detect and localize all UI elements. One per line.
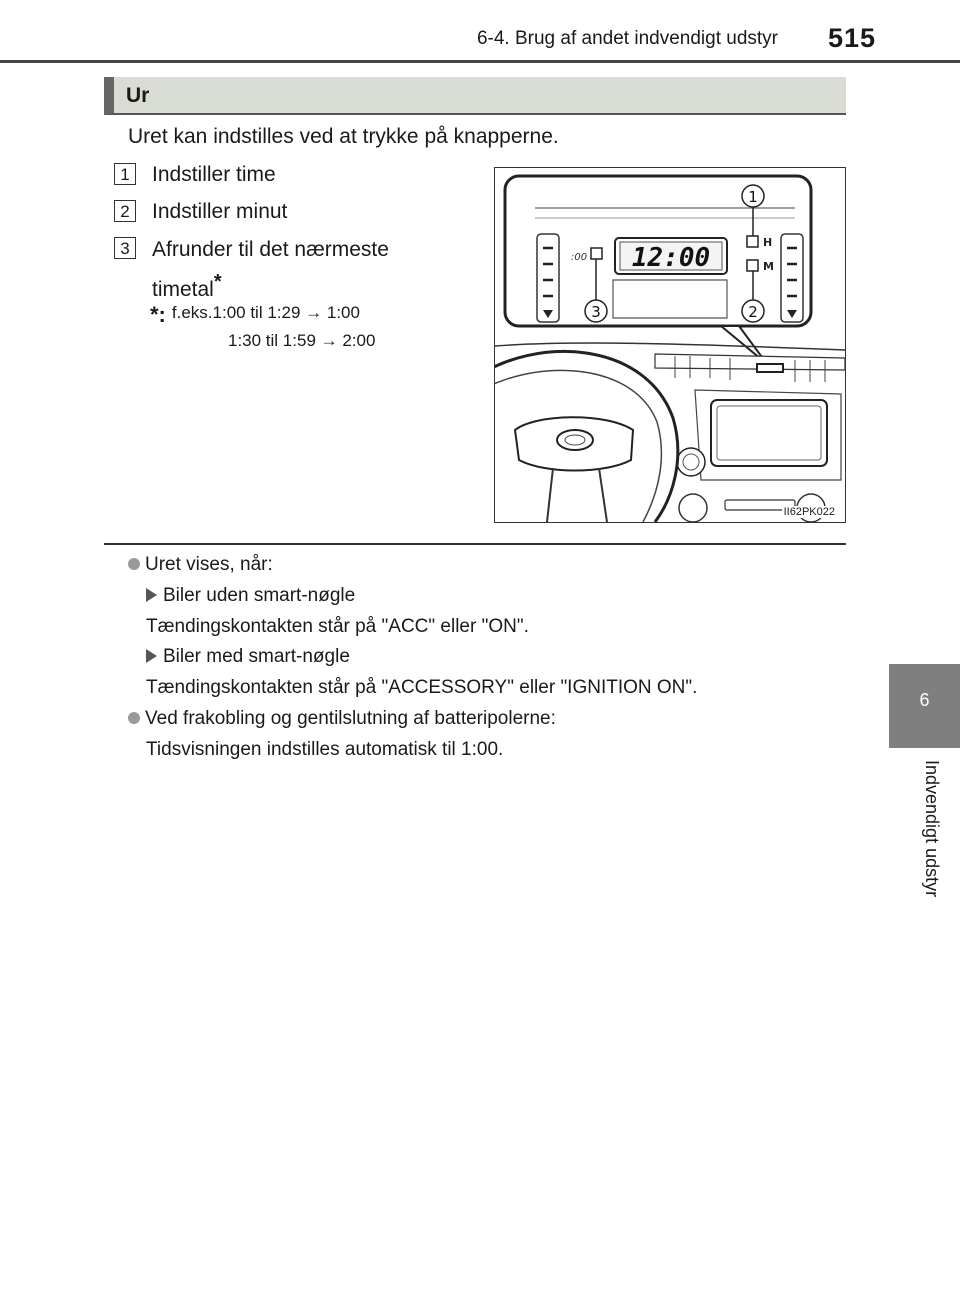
minute-button	[746, 259, 759, 272]
item-text: Indstiller time	[152, 163, 276, 186]
footnote: *: f.eks.1:00 til 1:29 → 1:00 1:30 til 1:…	[150, 300, 375, 354]
note-subheading: Biler uden smart-nøgle	[146, 585, 355, 607]
volume-knob-inner	[682, 453, 700, 471]
callout-number-3: 3	[591, 303, 601, 321]
note-text: Uret vises, når:	[145, 554, 273, 575]
footnote-star: *:	[150, 302, 166, 327]
hour-button-label: H	[763, 236, 772, 249]
item-number-badge: 1	[114, 163, 136, 185]
round-button	[590, 247, 603, 260]
section-title: Ur	[126, 84, 150, 107]
list-item: 2 Indstiller minut	[114, 200, 287, 225]
left-vent-slats	[543, 246, 553, 298]
lower-panel	[612, 279, 728, 319]
chapter-title: Indvendigt udstyr	[922, 760, 942, 898]
note-text-line: Tændingskontakten står på "ACCESSORY" el…	[146, 677, 698, 698]
callout-number-1: 1	[748, 188, 758, 206]
page-number: 515	[827, 23, 876, 53]
item-text-content: Afrunder til det nærmeste timetal	[152, 238, 389, 301]
steering-wheel-rim-inner	[495, 369, 663, 522]
brand-emblem-inner	[564, 434, 586, 446]
triangle-bullet-icon	[146, 649, 157, 663]
figure-code: II62PK022	[781, 506, 837, 518]
footnote-line-2: 1:30 til 1:59 → 2:00	[228, 331, 376, 350]
header-rule	[0, 60, 960, 63]
footnote-line-1: f.eks.1:00 til 1:29 → 1:00	[171, 303, 360, 322]
right-vent-arrow	[787, 310, 797, 318]
item-number-badge: 2	[114, 200, 136, 222]
header-section-title: 6-4. Brug af andet indvendigt udstyr	[476, 28, 778, 49]
chapter-tab: 6	[889, 664, 960, 748]
section-heading: Ur	[104, 77, 846, 115]
callout-circle-2	[741, 299, 765, 323]
clock-time: 12:00	[632, 243, 710, 273]
right-vent-slats	[787, 246, 797, 298]
item-number-badge: 3	[114, 237, 136, 259]
bullet-dot	[128, 558, 140, 570]
infotainment-screen-inner	[716, 405, 822, 461]
callout-circle-1	[741, 184, 765, 208]
steering-wheel-rim	[495, 349, 680, 522]
section-divider	[104, 543, 846, 545]
dash-clock-mini	[756, 363, 784, 373]
dashboard-drawing: 12:00 :00 H M 1 2 3	[495, 174, 845, 522]
bullet-dot	[128, 712, 140, 724]
inset-pointer	[718, 325, 768, 365]
volume-knob	[676, 447, 706, 477]
left-vent-arrow	[543, 310, 553, 318]
steering-column	[546, 467, 608, 522]
right-vent	[780, 233, 804, 323]
callout-number-2: 2	[748, 303, 758, 321]
intro-text: Uret kan indstilles ved at trykke på kna…	[128, 125, 559, 148]
list-item: 3 Afrunder til det nærmeste timetal*	[114, 237, 389, 301]
note-bullet: Ved frakobling og gentilslutning af batt…	[128, 708, 556, 730]
note-bullet: Uret vises, når:	[128, 554, 273, 576]
note-text: Biler uden smart-nøgle	[163, 585, 356, 606]
left-vent	[536, 233, 560, 323]
brand-emblem	[556, 429, 594, 451]
bottom-left-vent	[678, 493, 708, 522]
note-text-line: Tidsvisningen indstilles automatisk til …	[146, 739, 504, 760]
footnote-marker: *	[213, 271, 222, 293]
note-text: Ved frakobling og gentilslutning af batt…	[145, 708, 556, 729]
hour-button	[746, 235, 759, 248]
center-vent-strip	[654, 353, 845, 371]
infotainment-screen	[710, 399, 828, 467]
clock-illustration: 12:00 :00 H M 1 2 3	[494, 167, 846, 523]
triangle-bullet-icon	[146, 588, 157, 602]
list-item: 1 Indstiller time	[114, 163, 276, 188]
note-text: Biler med smart-nøgle	[163, 646, 350, 667]
small-display: :00	[571, 252, 587, 263]
dash-top-line	[495, 342, 845, 351]
item-text: Afrunder til det nærmeste timetal*	[152, 233, 442, 306]
bottom-control-strip	[724, 499, 796, 511]
minute-button-label: M	[763, 260, 774, 273]
page-header: 6-4. Brug af andet indvendigt udstyr 515	[0, 0, 960, 64]
clock-screen	[619, 241, 723, 271]
center-vent-slats	[674, 356, 826, 382]
chapter-number: 6	[919, 690, 930, 710]
note-text-line: Tændingskontakten står på "ACC" eller "O…	[146, 616, 529, 637]
callout-circle-3	[584, 299, 608, 323]
item-text: Indstiller minut	[152, 200, 288, 223]
note-subheading: Biler med smart-nøgle	[146, 646, 350, 668]
